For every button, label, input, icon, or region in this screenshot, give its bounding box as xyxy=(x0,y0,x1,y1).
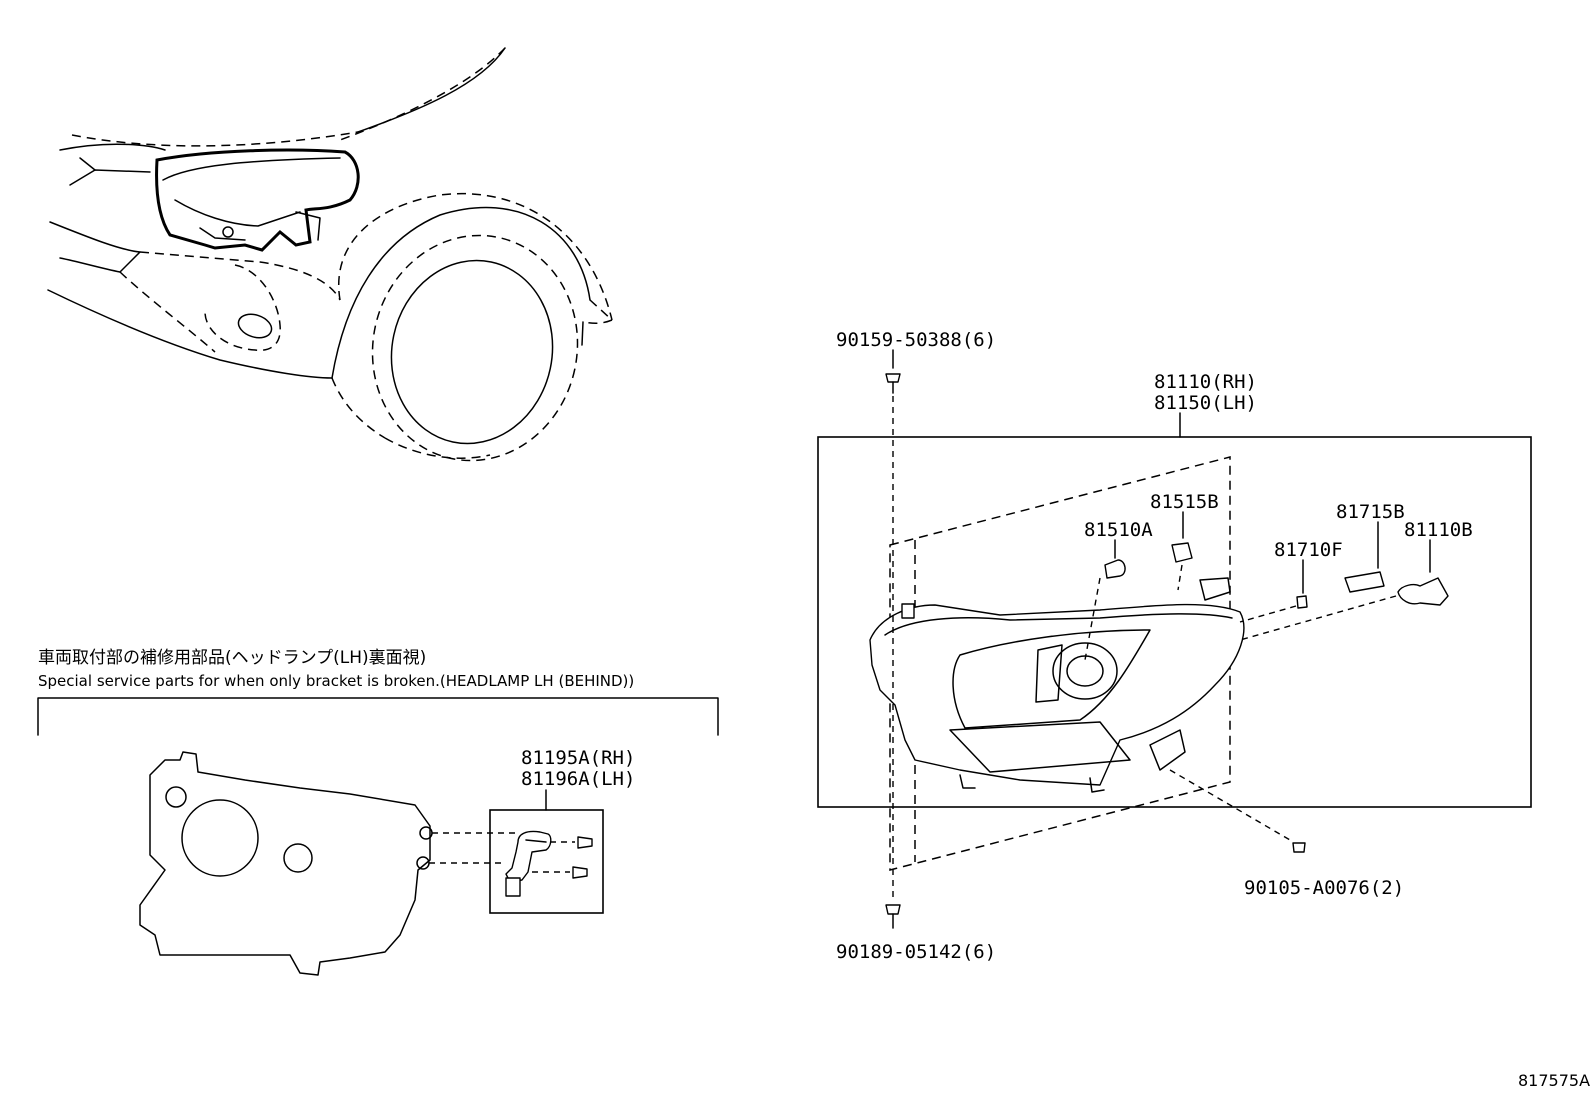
label-81510a: 81510A xyxy=(1084,519,1153,541)
note-english: Special service parts for when only brac… xyxy=(38,672,634,690)
note-japanese: 車両取付部の補修用部品(ヘッドランプ(LH)裏面視) xyxy=(38,647,426,668)
headlamp-assembly-frame xyxy=(817,436,1532,808)
headlamp-assembly: 81110(RH) 81150(LH) 90159-50388(6) 90189… xyxy=(817,329,1532,963)
bulb-81110b-icon xyxy=(1397,577,1449,606)
screw-icon xyxy=(577,836,593,849)
headlamp-rear-view xyxy=(139,751,515,976)
bulb-81710f-icon xyxy=(1296,595,1308,609)
label-81110: 81110(RH) xyxy=(1154,371,1257,393)
headlamp-housing xyxy=(869,603,1245,786)
bracket-foot-icon xyxy=(505,877,521,897)
label-81110b: 81110B xyxy=(1404,519,1473,541)
label-81150: 81150(LH) xyxy=(1154,392,1257,414)
bracket-kit: 81195A(RH) 81196A(LH) xyxy=(489,747,635,914)
mount-tab-icon xyxy=(901,603,915,619)
socket-81715b-icon xyxy=(1344,571,1385,593)
screw-icon xyxy=(1292,842,1306,853)
vehicle-location-view xyxy=(47,47,613,462)
socket-81515b-icon xyxy=(1171,542,1193,563)
screw-icon xyxy=(572,866,588,879)
label-90189-05142: 90189-05142(6) xyxy=(836,941,996,963)
label-81196a: 81196A(LH) xyxy=(521,768,635,790)
label-81515b: 81515B xyxy=(1150,491,1219,513)
label-81195a: 81195A(RH) xyxy=(521,747,635,769)
bulb-81510a-icon xyxy=(1104,559,1126,579)
bracket-icon xyxy=(505,830,552,883)
screw-icon xyxy=(885,904,901,915)
service-note: 車両取付部の補修用部品(ヘッドランプ(LH)裏面視) Special servi… xyxy=(37,647,719,736)
figure-id: 817575A xyxy=(1518,1071,1590,1090)
bracket-kit-frame xyxy=(489,809,604,914)
label-90159-50388: 90159-50388(6) xyxy=(836,329,996,351)
label-81715b: 81715B xyxy=(1336,501,1405,523)
screw-icon xyxy=(885,373,901,383)
label-90105-a0076: 90105-A0076(2) xyxy=(1244,877,1404,899)
label-81710f: 81710F xyxy=(1274,539,1343,561)
